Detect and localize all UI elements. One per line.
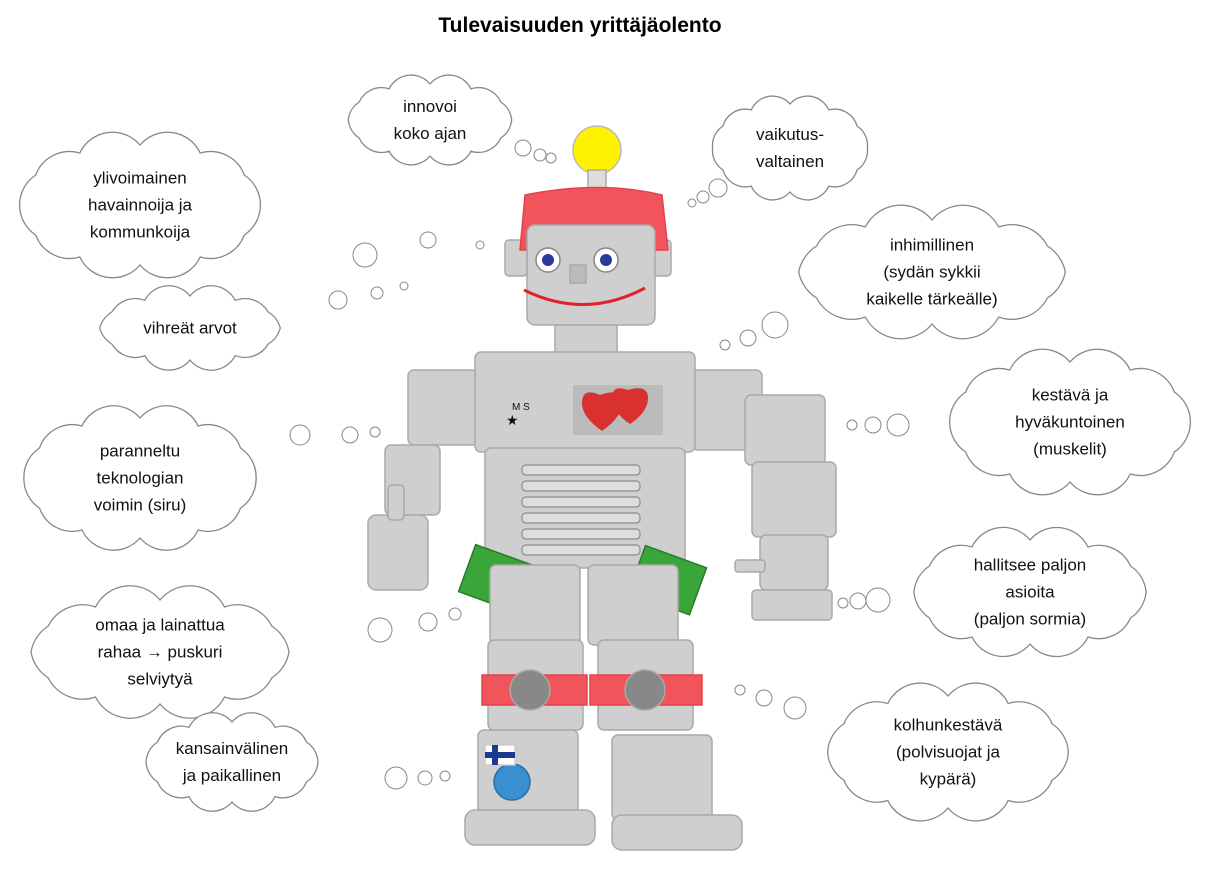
- thought-bubble: [418, 612, 438, 632]
- thought-bubble: [417, 770, 433, 786]
- thought-bubble: [439, 770, 451, 782]
- thought-bubble: [384, 766, 408, 790]
- robot-fingers: [751, 589, 833, 621]
- thought-bubble: [367, 617, 393, 643]
- thought-bubble: [514, 139, 532, 157]
- thought-bubble: [369, 426, 381, 438]
- robot-smile: [523, 286, 646, 306]
- thought-cloud: [23, 405, 257, 551]
- thought-cloud: [145, 712, 319, 812]
- cloud-text: vihreät arvot: [143, 318, 237, 338]
- thought-bubble: [533, 148, 547, 162]
- robot-logo: M S: [512, 402, 530, 413]
- thought-bubble: [696, 190, 710, 204]
- thought-bubble: [846, 419, 858, 431]
- thought-cloud: [18, 131, 262, 279]
- robot-face: [526, 224, 656, 326]
- thought-bubble: [370, 286, 384, 300]
- thought-cloud: [826, 682, 1070, 822]
- thought-bubble: [719, 339, 731, 351]
- thought-bubble: [739, 329, 757, 347]
- robot-hand-thumbsup: [367, 514, 429, 591]
- thought-bubble: [783, 696, 807, 720]
- thought-bubble: [289, 424, 311, 446]
- thought-cloud: [798, 204, 1066, 340]
- cloud-text: vaikutus-valtainen: [755, 125, 825, 171]
- thought-bubble: [708, 178, 728, 198]
- thought-cloud: [711, 95, 869, 201]
- thought-bubble: [545, 152, 557, 164]
- thought-cloud: [913, 526, 1147, 658]
- heart-icon: [573, 385, 663, 435]
- thought-bubble: [341, 426, 359, 444]
- lightbulb-icon: [572, 125, 622, 175]
- thought-cloud: [347, 74, 513, 166]
- thought-bubble: [734, 684, 746, 696]
- thought-bubble: [399, 281, 409, 291]
- thought-cloud: [948, 348, 1192, 496]
- thought-bubble: [419, 231, 437, 249]
- thought-bubble: [755, 689, 773, 707]
- thought-bubble: [761, 311, 789, 339]
- thought-bubble: [886, 413, 910, 437]
- svg-text:★: ★: [506, 412, 519, 428]
- finland-flag-icon: [484, 744, 516, 766]
- thought-bubble: [328, 290, 348, 310]
- thought-bubble: [448, 607, 462, 621]
- thought-clouds: [18, 74, 1192, 822]
- thought-bubble: [865, 587, 891, 613]
- thought-cloud: [30, 585, 290, 719]
- thought-cloud: [99, 285, 281, 371]
- thought-bubble: [352, 242, 378, 268]
- thought-bubble: [687, 198, 697, 208]
- globe-icon: [493, 763, 531, 801]
- thought-bubble: [837, 597, 849, 609]
- robot-shoulder-left: [407, 369, 479, 446]
- diagram-title: Tulevaisuuden yrittäjäolento: [438, 14, 722, 37]
- thought-bubble: [849, 592, 867, 610]
- thought-bubble: [475, 240, 485, 250]
- robot: M S ★: [367, 125, 837, 851]
- thought-bubble: [864, 416, 882, 434]
